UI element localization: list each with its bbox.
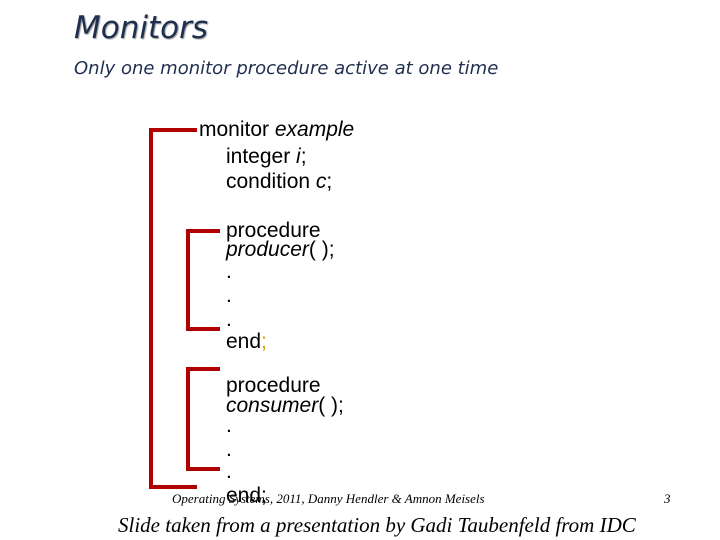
end-semicolon: ; <box>261 484 267 507</box>
page-number: 3 <box>664 491 671 506</box>
slide-subtitle: Only one monitor procedure active at one… <box>74 58 499 79</box>
monitor-keyword: monitor <box>199 118 275 141</box>
code-procedure1-signature: producer( ); <box>226 238 335 262</box>
code-dot: . <box>226 308 232 331</box>
integer-keyword: integer <box>226 145 297 168</box>
code-condition-line: condition c; <box>226 170 332 194</box>
integer-var: i <box>296 145 301 168</box>
slide-title: Monitors <box>74 10 208 46</box>
condition-keyword: condition <box>226 170 316 193</box>
code-dot: . <box>226 284 232 307</box>
code-procedure1-keyword: procedure <box>226 219 321 242</box>
code-dot: . <box>226 438 232 461</box>
slide-credit: Slide taken from a presentation by Gadi … <box>118 513 636 537</box>
code-integer-line: integer i; <box>226 145 307 169</box>
code-dot: . <box>226 460 232 483</box>
end-semicolon: ; <box>261 330 267 353</box>
end-keyword: end <box>226 484 262 507</box>
code-monitor-line: monitor example <box>199 118 354 142</box>
consumer-bracket <box>186 367 220 471</box>
integer-semicolon: ; <box>300 145 307 168</box>
code-procedure2-signature: consumer( ); <box>226 394 344 418</box>
code-dot: . <box>226 414 232 437</box>
end-keyword: end <box>226 330 262 353</box>
code-end-producer: end; <box>226 330 267 354</box>
slide-footer: Operating Systems, 2011, Danny Hendler &… <box>172 491 485 506</box>
code-dot: . <box>226 260 232 283</box>
condition-var: c <box>315 170 327 193</box>
producer-args: ( ); <box>308 238 335 261</box>
consumer-name: consumer <box>226 394 319 417</box>
condition-semicolon: ; <box>326 170 333 193</box>
code-end-consumer: end; <box>226 484 267 508</box>
producer-bracket <box>186 229 220 331</box>
monitor-name: example <box>274 118 355 141</box>
code-procedure2-keyword: procedure <box>226 374 321 397</box>
consumer-args: ( ); <box>318 394 344 417</box>
monitor-bracket <box>149 128 197 489</box>
producer-name: producer <box>226 238 309 261</box>
